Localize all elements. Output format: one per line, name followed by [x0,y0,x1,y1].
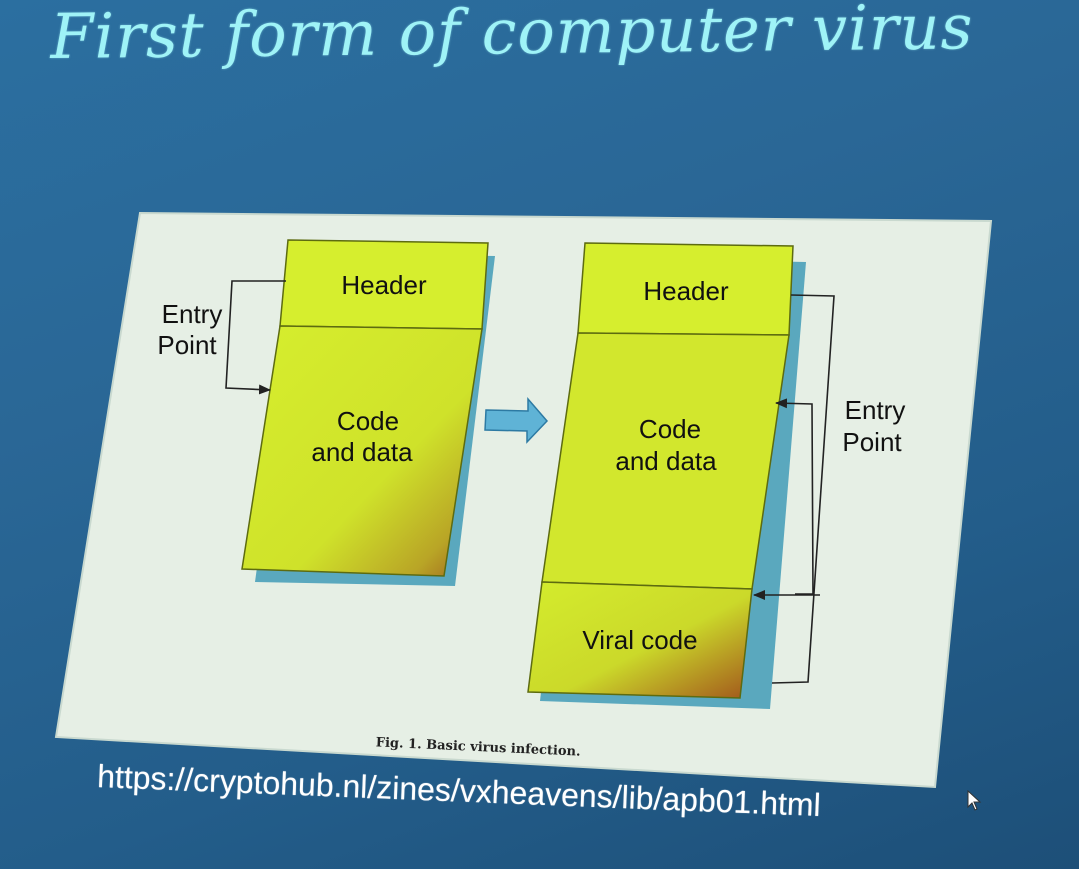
right-arrow-icon [484,396,549,444]
header-label-after: Header [643,276,729,306]
infected-program: Header Code and data Viral code Entry Po… [527,242,906,709]
entry-label-before-1: Entry [162,299,223,329]
viral-code-label: Viral code [582,625,697,655]
header-label-before: Header [341,270,427,300]
return-arrow-to-code [775,398,814,595]
entry-label-after-1: Entry [845,395,906,425]
original-program: Header Code and data Entry Point [157,239,495,586]
viral-code-block [527,581,753,699]
entry-line-outer [771,294,835,684]
mouse-pointer-icon [966,789,982,816]
entry-arrow-before [225,280,286,395]
entry-label-before-2: Point [157,330,217,360]
code-label-after: Code [639,414,701,444]
entry-label-after-2: Point [842,427,902,457]
data-label-before: and data [311,437,413,467]
data-label-after: and data [615,446,717,476]
code-data-block-before [241,325,483,577]
code-label-before: Code [337,406,399,436]
